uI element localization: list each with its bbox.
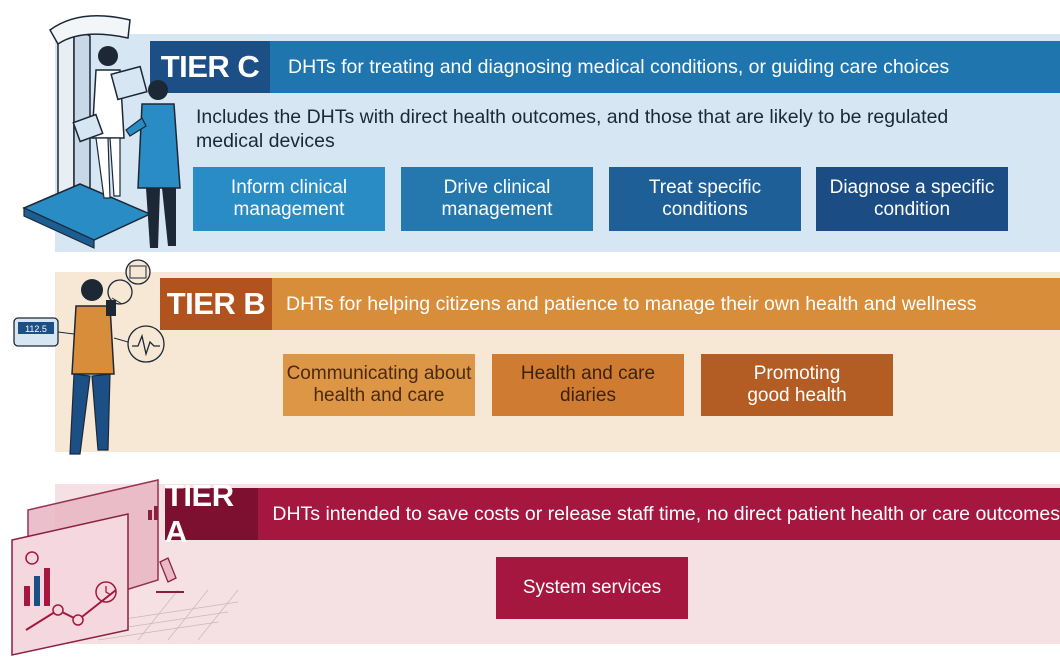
phone-reading: 112.5 xyxy=(25,324,47,334)
tier-a-description: DHTs intended to save costs or release s… xyxy=(272,502,1060,525)
tier-b-section: TIER B DHTs for helping citizens and pat… xyxy=(0,260,1060,460)
doctor-patient-icon xyxy=(22,15,181,249)
tier-a-section: TIER A DHTs intended to save costs or re… xyxy=(0,470,1060,658)
tier-c-description: DHTs for treating and diagnosing medical… xyxy=(288,55,950,78)
dashboard-screens-icon xyxy=(11,479,239,656)
tier-c-section: TIER C DHTs for treating and diagnosing … xyxy=(0,0,1060,260)
person-phone-icon: 112.5 xyxy=(13,259,165,455)
tier-b-label: TIER B xyxy=(166,286,266,321)
tier-b-label-block: TIER B xyxy=(160,278,272,330)
tier-a-header: TIER A DHTs intended to save costs or re… xyxy=(165,478,1060,549)
tier-c-header: TIER C DHTs for treating and diagnosing … xyxy=(150,41,1060,93)
tier-c-includes-text: Includes the DHTs with direct health out… xyxy=(196,106,949,152)
tier-b-description: DHTs for helping citizens and patience t… xyxy=(286,292,977,315)
tier-c-label-block: TIER C xyxy=(150,41,270,93)
tier-b-header: TIER B DHTs for helping citizens and pat… xyxy=(160,278,1060,330)
tier-a-label: TIER A xyxy=(165,478,234,549)
tier-c-label: TIER C xyxy=(160,49,260,84)
tier-a-box-system-services: System services xyxy=(496,557,688,619)
tier-a-label-block: TIER A xyxy=(165,478,259,549)
